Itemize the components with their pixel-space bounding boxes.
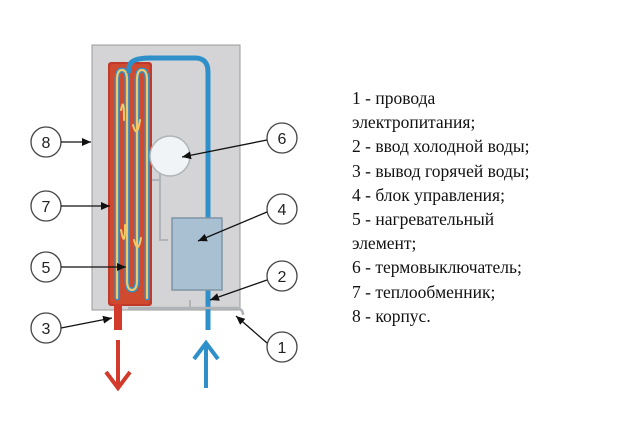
- cold-water-pipe: [126, 55, 211, 330]
- callout-7: 7: [30, 190, 110, 222]
- legend: 1 - провода электропитания; 2 - ввод хол…: [352, 86, 622, 328]
- legend-line: 1 - провода: [352, 88, 436, 108]
- control-block: [171, 217, 223, 291]
- callout-1-label: 1: [278, 340, 287, 357]
- heating-element: [114, 67, 150, 301]
- callout-5-label: 5: [42, 260, 51, 277]
- callout-8-label: 8: [42, 135, 51, 152]
- legend-line: 6 - термовыключатель;: [352, 257, 522, 278]
- cold-water-arrow: [192, 339, 220, 388]
- callout-2: 2: [209, 260, 298, 301]
- legend-line: 3 - вывод горячей воды;: [352, 160, 530, 181]
- legend-line: 2 - ввод холодной воды;: [352, 136, 530, 157]
- legend-line: 5 - нагревательный: [352, 209, 495, 230]
- callout-3: 3: [30, 312, 113, 344]
- callout-4-label: 4: [278, 202, 287, 219]
- power-wires: [128, 306, 245, 316]
- legend-line: 4 - блок управления;: [352, 184, 505, 205]
- callout-6: 6: [181, 122, 298, 160]
- hot-water-arrow: [104, 340, 132, 392]
- legend-line: 7 - теплообменник;: [352, 281, 496, 302]
- legend-line: электропитания;: [352, 112, 476, 133]
- callout-2-label: 2: [278, 269, 287, 286]
- callout-7-label: 7: [42, 199, 51, 216]
- callout-1: 1: [235, 315, 298, 363]
- hot-water-pipe: [114, 304, 122, 330]
- callout-6-label: 6: [278, 131, 287, 148]
- callout-3-label: 3: [42, 321, 51, 338]
- thermostat-wire: [152, 172, 168, 241]
- callout-8: 8: [30, 126, 91, 158]
- callout-4: 4: [197, 193, 298, 242]
- legend-line: элемент;: [352, 233, 417, 254]
- legend-line: 8 - корпус.: [352, 305, 431, 326]
- callout-5: 5: [30, 251, 126, 283]
